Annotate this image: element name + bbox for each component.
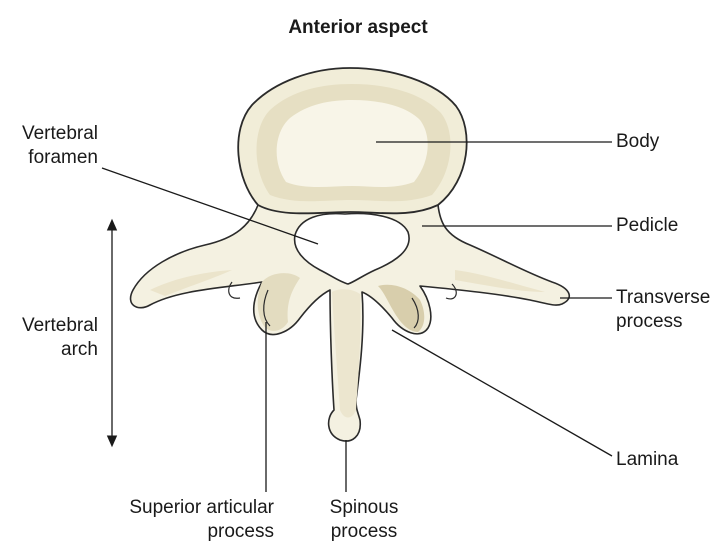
label-transverse-process: Transverse process xyxy=(616,286,710,334)
label-lamina: Lamina xyxy=(616,448,678,472)
label-transverse-process-line2: process xyxy=(616,310,710,334)
vertebral-body-shape xyxy=(238,68,466,213)
label-pedicle: Pedicle xyxy=(616,214,678,238)
label-spinous-process-line1: Spinous xyxy=(316,496,412,520)
diagram-title: Anterior aspect xyxy=(240,16,476,40)
label-body: Body xyxy=(616,130,659,154)
label-superior-articular-process: Superior articular process xyxy=(100,496,274,544)
label-vertebral-foramen-line2: foramen xyxy=(0,146,98,170)
label-vertebral-arch: Vertebral arch xyxy=(0,314,98,362)
label-vertebral-arch-line2: arch xyxy=(0,338,98,362)
label-spinous-process: Spinous process xyxy=(316,496,412,544)
label-vertebral-foramen-line1: Vertebral xyxy=(0,122,98,146)
label-superior-articular-line1: Superior articular xyxy=(100,496,274,520)
label-vertebral-foramen: Vertebral foramen xyxy=(0,122,98,170)
vertebral-arch-shape xyxy=(131,205,570,441)
label-vertebral-arch-line1: Vertebral xyxy=(0,314,98,338)
leader-line-lamina xyxy=(392,330,612,456)
label-spinous-process-line2: process xyxy=(316,520,412,544)
label-transverse-process-line1: Transverse xyxy=(616,286,710,310)
label-superior-articular-line2: process xyxy=(100,520,274,544)
body-endplate-center xyxy=(277,100,428,187)
